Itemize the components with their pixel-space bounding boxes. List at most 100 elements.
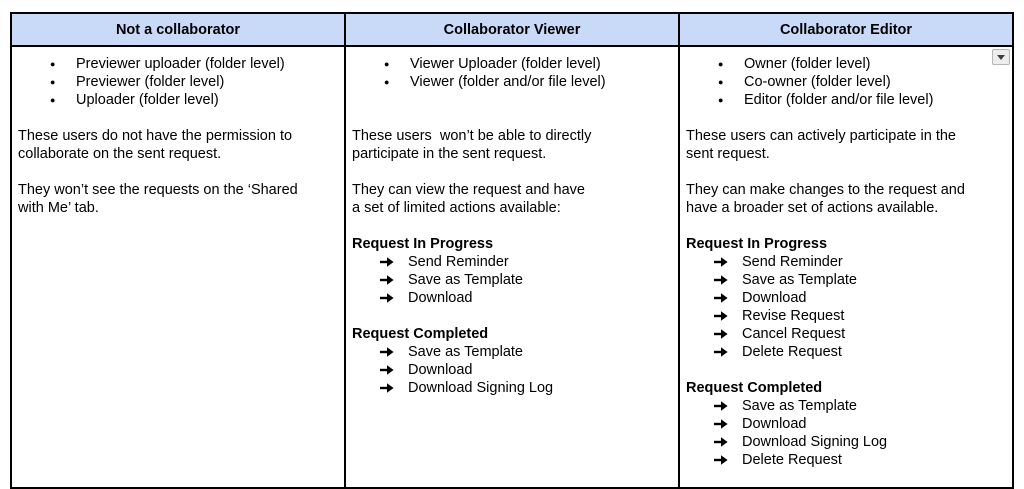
action-item: Save as Template <box>352 271 672 289</box>
arrow-right-icon <box>714 292 742 304</box>
list-item-label: Viewer Uploader (folder level) <box>410 56 601 72</box>
list-item-label: Co-owner (folder level) <box>744 74 891 90</box>
action-item: Cancel Request <box>686 325 1006 343</box>
arrow-right-icon <box>380 364 408 376</box>
action-item-label: Revise Request <box>742 308 845 324</box>
action-item: Download Signing Log <box>352 379 672 397</box>
action-item: Download <box>352 361 672 379</box>
caret-down-icon <box>997 54 1005 60</box>
header-row: Not a collaborator Collaborator Viewer C… <box>10 12 1014 47</box>
list-item-label: Previewer (folder level) <box>76 74 225 90</box>
bullet-icon: ● <box>384 59 390 69</box>
section-request-completed: Request Completed Save as Template Downl… <box>352 325 672 397</box>
bullet-icon: ● <box>50 77 56 87</box>
action-item-label: Send Reminder <box>408 254 509 270</box>
list-item-label: Owner (folder level) <box>744 56 871 72</box>
section-request-in-progress: Request In Progress Send Reminder Save a… <box>686 235 1006 361</box>
arrow-right-icon <box>714 256 742 268</box>
arrow-right-icon <box>714 346 742 358</box>
arrow-right-icon <box>380 292 408 304</box>
cell-collaborator-editor: ● Owner (folder level) ● Co-owner (folde… <box>678 45 1014 489</box>
arrow-right-icon <box>714 310 742 322</box>
action-item-label: Download <box>408 290 473 306</box>
role-bullet-list: ● Viewer Uploader (folder level) ● Viewe… <box>352 55 672 127</box>
list-item-label: Viewer (folder and/or file level) <box>410 74 606 90</box>
arrow-right-icon <box>714 328 742 340</box>
arrow-right-icon <box>714 274 742 286</box>
dropdown-button[interactable] <box>992 49 1010 65</box>
action-item: Save as Template <box>686 397 1006 415</box>
list-item-label: Previewer uploader (folder level) <box>76 56 285 72</box>
bullet-icon: ● <box>718 59 724 69</box>
arrow-right-icon <box>380 382 408 394</box>
arrow-right-icon <box>380 346 408 358</box>
bullet-icon: ● <box>50 59 56 69</box>
arrow-right-icon <box>714 454 742 466</box>
list-item: ● Owner (folder level) <box>686 55 1006 73</box>
role-bullet-list: ● Previewer uploader (folder level) ● Pr… <box>18 55 338 127</box>
action-item-label: Download <box>742 290 807 306</box>
description-paragraph: They can make changes to the request and… <box>686 182 965 216</box>
cell-collaborator-viewer: ● Viewer Uploader (folder level) ● Viewe… <box>344 45 680 489</box>
description-paragraph: They can view the request and have a set… <box>352 182 585 216</box>
action-item: Save as Template <box>352 343 672 361</box>
section-title: Request Completed <box>352 326 489 342</box>
section-title: Request In Progress <box>686 236 828 252</box>
description-paragraph: These users won’t be able to directly pa… <box>352 128 592 162</box>
list-item-label: Editor (folder and/or file level) <box>744 92 934 108</box>
action-item: Download Signing Log <box>686 433 1006 451</box>
action-item: Save as Template <box>686 271 1006 289</box>
arrow-right-icon <box>380 274 408 286</box>
list-item: ● Uploader (folder level) <box>18 91 338 109</box>
list-item: ● Previewer (folder level) <box>18 73 338 91</box>
bullet-icon: ● <box>718 77 724 87</box>
list-item: ● Viewer (folder and/or file level) <box>352 73 672 91</box>
action-item-label: Save as Template <box>408 272 523 288</box>
list-item: ● Previewer uploader (folder level) <box>18 55 338 73</box>
arrow-right-icon <box>714 436 742 448</box>
action-item-label: Delete Request <box>742 452 842 468</box>
permissions-table: Not a collaborator Collaborator Viewer C… <box>10 12 1014 489</box>
action-item: Revise Request <box>686 307 1006 325</box>
section-request-in-progress: Request In Progress Send Reminder Save a… <box>352 235 672 307</box>
column-header-collaborator-editor: Collaborator Editor <box>678 12 1014 47</box>
action-item: Delete Request <box>686 343 1006 361</box>
action-item-label: Download Signing Log <box>408 380 554 396</box>
action-item-label: Download <box>742 416 807 432</box>
section-request-completed: Request Completed Save as Template Downl… <box>686 379 1006 469</box>
action-item: Download <box>686 415 1006 433</box>
list-item: ● Editor (folder and/or file level) <box>686 91 1006 109</box>
action-item: Send Reminder <box>686 253 1006 271</box>
cell-not-a-collaborator: ● Previewer uploader (folder level) ● Pr… <box>10 45 346 489</box>
section-title: Request Completed <box>686 380 823 396</box>
list-item: ● Co-owner (folder level) <box>686 73 1006 91</box>
bullet-icon: ● <box>718 95 724 105</box>
arrow-right-icon <box>380 256 408 268</box>
arrow-right-icon <box>714 418 742 430</box>
action-item: Send Reminder <box>352 253 672 271</box>
description-paragraph: They won’t see the requests on the ‘Shar… <box>18 182 298 216</box>
column-header-collaborator-viewer: Collaborator Viewer <box>344 12 680 47</box>
arrow-right-icon <box>714 400 742 412</box>
action-item-label: Save as Template <box>742 272 857 288</box>
action-item-label: Download <box>408 362 473 378</box>
action-item-label: Cancel Request <box>742 326 846 342</box>
role-bullet-list: ● Owner (folder level) ● Co-owner (folde… <box>686 55 1006 127</box>
bullet-icon: ● <box>384 77 390 87</box>
action-item-label: Save as Template <box>408 344 523 360</box>
section-title: Request In Progress <box>352 236 494 252</box>
action-item-label: Delete Request <box>742 344 842 360</box>
body-row: ● Previewer uploader (folder level) ● Pr… <box>10 45 1014 489</box>
action-item: Download <box>352 289 672 307</box>
action-item-label: Save as Template <box>742 398 857 414</box>
list-item-label: Uploader (folder level) <box>76 92 219 108</box>
action-item-label: Download Signing Log <box>742 434 888 450</box>
description-paragraph: These users do not have the permission t… <box>18 128 293 162</box>
list-item: ● Viewer Uploader (folder level) <box>352 55 672 73</box>
column-header-not-a-collaborator: Not a collaborator <box>10 12 346 47</box>
action-item: Download <box>686 289 1006 307</box>
bullet-icon: ● <box>50 95 56 105</box>
action-item: Delete Request <box>686 451 1006 469</box>
action-item-label: Send Reminder <box>742 254 843 270</box>
description-paragraph: These users can actively participate in … <box>686 128 956 162</box>
